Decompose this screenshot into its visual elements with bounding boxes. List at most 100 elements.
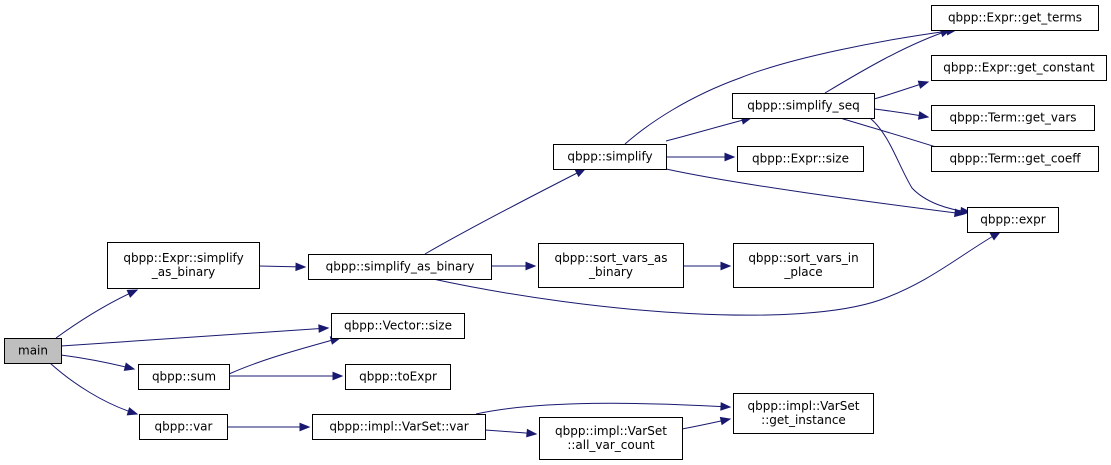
node-varset-var[interactable]: qbpp::impl::VarSet::var	[312, 414, 486, 440]
node-box	[732, 93, 875, 119]
node-box	[931, 5, 1099, 31]
edge-varset_var-to-get_instance	[475, 402, 732, 415]
node-label: _binary	[588, 265, 633, 279]
node-box	[733, 393, 874, 434]
node-get-vars[interactable]: qbpp::Term::get_vars	[931, 105, 1095, 131]
arrowhead	[720, 402, 732, 411]
arrowhead	[126, 289, 139, 298]
arrowhead	[318, 324, 330, 333]
arrowhead	[126, 407, 139, 416]
edge-all_var_count-to-get_instance	[681, 416, 732, 430]
node-label: qbpp::Vector::size	[344, 319, 452, 333]
node-sort-vars-as-binary[interactable]: qbpp::sort_vars_as_binary	[538, 243, 684, 288]
node-label: qbpp::toExpr	[359, 370, 437, 384]
arrowhead	[574, 168, 587, 178]
node-simplify[interactable]: qbpp::simplify	[553, 144, 667, 170]
node-label: ::get_instance	[761, 413, 846, 427]
arrowhead	[332, 371, 344, 381]
arrowhead	[724, 152, 736, 162]
edge-simplify_as_binary-to-expr	[432, 231, 1002, 316]
edge-simplify_seq-to-get_constant	[873, 80, 930, 100]
node-box	[331, 313, 465, 339]
node-box	[931, 105, 1095, 131]
arrowhead	[526, 428, 538, 438]
edge-line	[475, 402, 731, 415]
edge-main-to-simplify_as_binary_expr	[55, 289, 139, 339]
node-label: qbpp::Term::get_vars	[949, 111, 1076, 125]
node-box	[553, 144, 667, 170]
node-label: qbpp::Expr::get_constant	[943, 61, 1095, 75]
edge-line	[665, 168, 965, 215]
node-box	[538, 243, 684, 288]
edge-sum-to-toExpr	[229, 371, 344, 381]
node-box	[107, 242, 260, 289]
edge-simplify_seq-to-expr	[869, 117, 972, 216]
node-label: qbpp::Expr::size	[752, 152, 849, 166]
arrowhead	[960, 206, 972, 216]
arrowhead	[295, 262, 307, 272]
edge-line	[60, 327, 329, 347]
node-expr-size[interactable]: qbpp::Expr::size	[737, 146, 864, 172]
node-label: qbpp::simplify	[567, 150, 652, 164]
node-simplify-as-binary-expr[interactable]: qbpp::Expr::simplify_as_binary	[107, 242, 260, 289]
node-box	[312, 414, 486, 440]
node-var[interactable]: qbpp::var	[139, 414, 228, 440]
edge-line	[49, 362, 138, 415]
edge-simplify_as_binary-to-sort_vars_as_binary	[491, 261, 537, 271]
node-label: _place	[783, 265, 822, 279]
node-vector-size[interactable]: qbpp::Vector::size	[331, 313, 465, 339]
node-label: ::all_var_count	[567, 438, 655, 452]
edge-main-to-vector_size	[60, 324, 330, 347]
edge-line	[228, 337, 341, 375]
edge-simplify_as_binary-to-simplify	[424, 168, 587, 255]
node-main: main	[4, 338, 62, 364]
node-label: qbpp::var	[155, 420, 213, 434]
arrowhead	[917, 80, 930, 89]
edge-line	[432, 231, 1001, 316]
edge-simplify-to-get_terms	[624, 26, 958, 145]
edge-simplify-to-expr	[665, 168, 966, 218]
arrowhead	[954, 208, 966, 218]
node-get-instance[interactable]: qbpp::impl::VarSet::get_instance	[733, 393, 874, 434]
edge-line	[55, 289, 138, 339]
edge-simplify-to-simplify_seq	[665, 116, 753, 142]
node-sum[interactable]: qbpp::sum	[138, 364, 230, 390]
node-box	[308, 254, 492, 280]
node-label: qbpp::impl::VarSet	[555, 424, 667, 438]
edge-main-to-var	[49, 362, 139, 416]
node-box	[931, 146, 1099, 172]
edge-sort_vars_as_binary-to-sort_vars_in_place	[683, 261, 732, 271]
edge-simplify_seq-to-get_vars	[873, 108, 930, 120]
node-expr[interactable]: qbpp::expr	[967, 207, 1059, 233]
node-sort-vars-in-place[interactable]: qbpp::sort_vars_in_place	[733, 243, 874, 288]
node-toExpr[interactable]: qbpp::toExpr	[345, 364, 451, 390]
node-box	[539, 417, 683, 460]
node-label: qbpp::sort_vars_in	[748, 251, 858, 265]
node-label: qbpp::sort_vars_as	[554, 251, 667, 265]
edge-line	[424, 168, 586, 255]
node-simplify-as-binary[interactable]: qbpp::simplify_as_binary	[308, 254, 492, 280]
node-label: main	[18, 344, 48, 358]
node-box	[139, 414, 228, 440]
edge-line	[624, 29, 957, 145]
edge-var-to-varset_var	[227, 422, 311, 432]
node-get-terms[interactable]: qbpp::Expr::get_terms	[931, 5, 1099, 31]
node-box	[931, 55, 1107, 81]
node-all-var-count[interactable]: qbpp::impl::VarSet::all_var_count	[539, 417, 683, 460]
node-box	[138, 364, 230, 390]
node-box	[345, 364, 451, 390]
node-label: qbpp::sum	[152, 370, 216, 384]
edge-line	[869, 117, 971, 213]
node-get-coeff[interactable]: qbpp::Term::get_coeff	[931, 146, 1099, 172]
edge-line	[60, 354, 135, 370]
node-simplify-seq[interactable]: qbpp::simplify_seq	[732, 93, 875, 119]
node-box	[737, 146, 864, 172]
node-box	[733, 243, 874, 288]
node-label: qbpp::Expr::get_terms	[948, 11, 1082, 25]
node-box	[967, 207, 1059, 233]
edge-line	[824, 29, 951, 94]
edge-simplify_as_binary_expr-to-simplify_as_binary	[258, 262, 307, 272]
node-get-constant[interactable]: qbpp::Expr::get_constant	[931, 55, 1107, 81]
